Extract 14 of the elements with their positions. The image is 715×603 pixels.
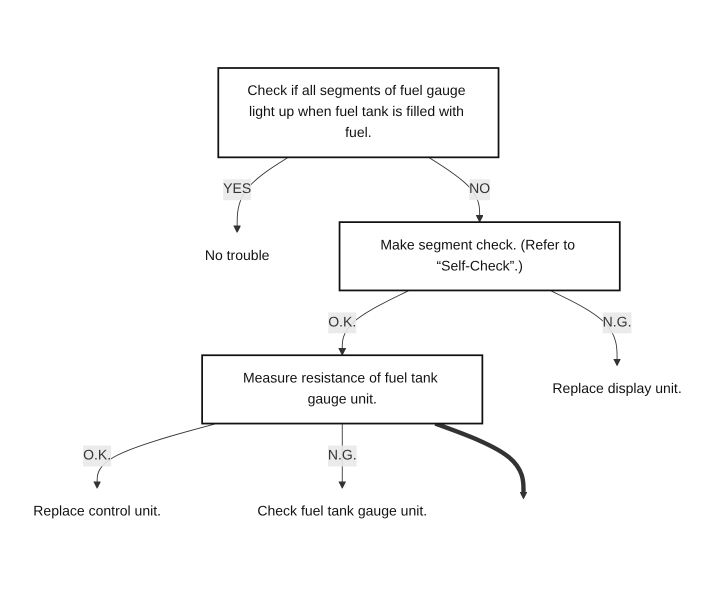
- edge-label: N.G.: [328, 448, 357, 463]
- node-box: Measure resistance of fuel tank gauge unit.: [201, 354, 484, 424]
- arrow: [428, 156, 484, 222]
- edge-label: NO: [469, 182, 490, 196]
- edge-label: YES: [223, 182, 252, 196]
- node-text: Check fuel tank gauge unit.: [257, 504, 428, 519]
- edge-label: O.K.: [328, 314, 356, 330]
- node-text: Replace control unit.: [33, 504, 162, 519]
- node-text: Replace display unit.: [552, 381, 682, 396]
- node-text: No trouble: [204, 248, 270, 263]
- edge-label: O.K.: [83, 448, 112, 463]
- edge-label: N.G.: [602, 314, 632, 330]
- node-box: Make segment check. (Refer to “Self-Check”.): [338, 220, 621, 291]
- node-box: Check if all segments of fuel gauge light up when fuel tank is filled with fuel.: [217, 66, 500, 158]
